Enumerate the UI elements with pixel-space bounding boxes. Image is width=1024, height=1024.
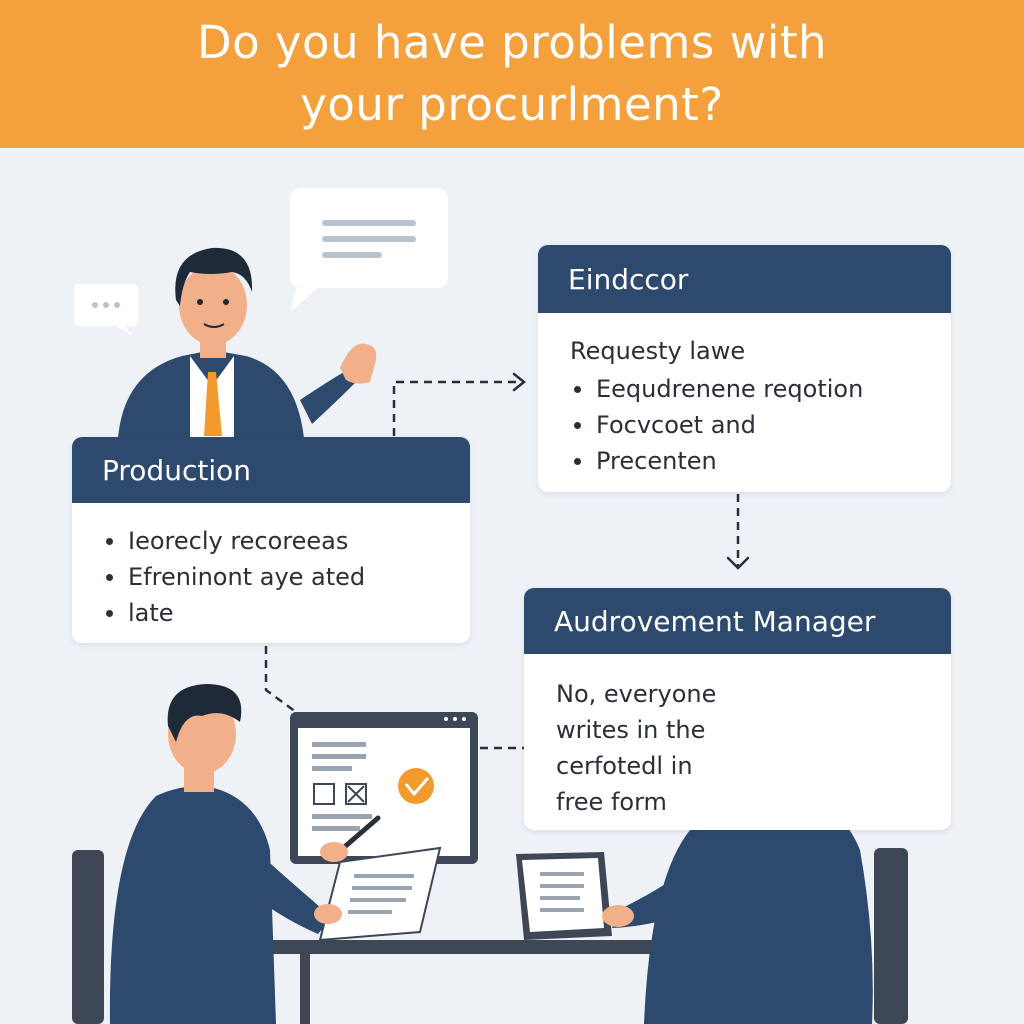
chat-bubble-icon	[74, 284, 138, 336]
endccor-list: Eequdrenene reqotion Focvcoet and Precen…	[570, 371, 951, 479]
manager-card-body: No, everyone writes in the cerfotedl in …	[524, 654, 746, 820]
manager-text-line: No, everyone	[556, 680, 717, 708]
page-title: Do you have problems with your procurlme…	[197, 12, 827, 136]
production-list: Ieorecly recoreeas Efreninont aye ated l…	[102, 523, 470, 631]
endccor-card-body: Requesty lawe Eequdrenene reqotion Focvc…	[538, 313, 951, 479]
arrowhead-down-icon	[726, 556, 750, 570]
production-card: Production Ieorecly recoreeas Efreninont…	[72, 437, 470, 643]
speech-bubble-icon	[290, 188, 448, 312]
endccor-card-title: Eindccor	[538, 245, 951, 313]
left-worker-figure	[72, 684, 442, 1024]
list-item: Efreninont aye ated	[102, 559, 470, 595]
title-line-1: Do you have problems with	[196, 16, 828, 69]
manager-card: Audrovement Manager No, everyone writes …	[524, 588, 951, 830]
title-banner: Do you have problems with your procurlme…	[0, 0, 1024, 148]
manager-card-title: Audrovement Manager	[524, 588, 951, 654]
manager-text-line: cerfotedl in	[556, 752, 693, 780]
list-item: Precenten	[570, 443, 951, 479]
endccor-card-subtitle: Requesty lawe	[570, 337, 746, 365]
manager-text-line: free form	[556, 788, 667, 816]
monitor-icon	[290, 712, 478, 864]
list-item: Ieorecly recoreeas	[102, 523, 470, 559]
arrow-production-to-monitor	[264, 646, 297, 714]
arrowhead-right-icon	[512, 372, 527, 392]
list-item: Eequdrenene reqotion	[570, 371, 951, 407]
list-item: late	[102, 595, 470, 631]
production-card-body: Ieorecly recoreeas Efreninont aye ated l…	[72, 503, 470, 631]
flow-arrows	[264, 380, 740, 750]
production-card-title: Production	[72, 437, 470, 503]
arrow-production-to-endccor	[392, 380, 522, 436]
manager-text-line: writes in the	[556, 716, 706, 744]
list-item: Focvcoet and	[570, 407, 951, 443]
endccor-card: Eindccor Requesty lawe Eequdrenene reqot…	[538, 245, 951, 492]
presenter-figure	[118, 247, 377, 438]
title-line-2: your procurlment?	[300, 78, 724, 131]
